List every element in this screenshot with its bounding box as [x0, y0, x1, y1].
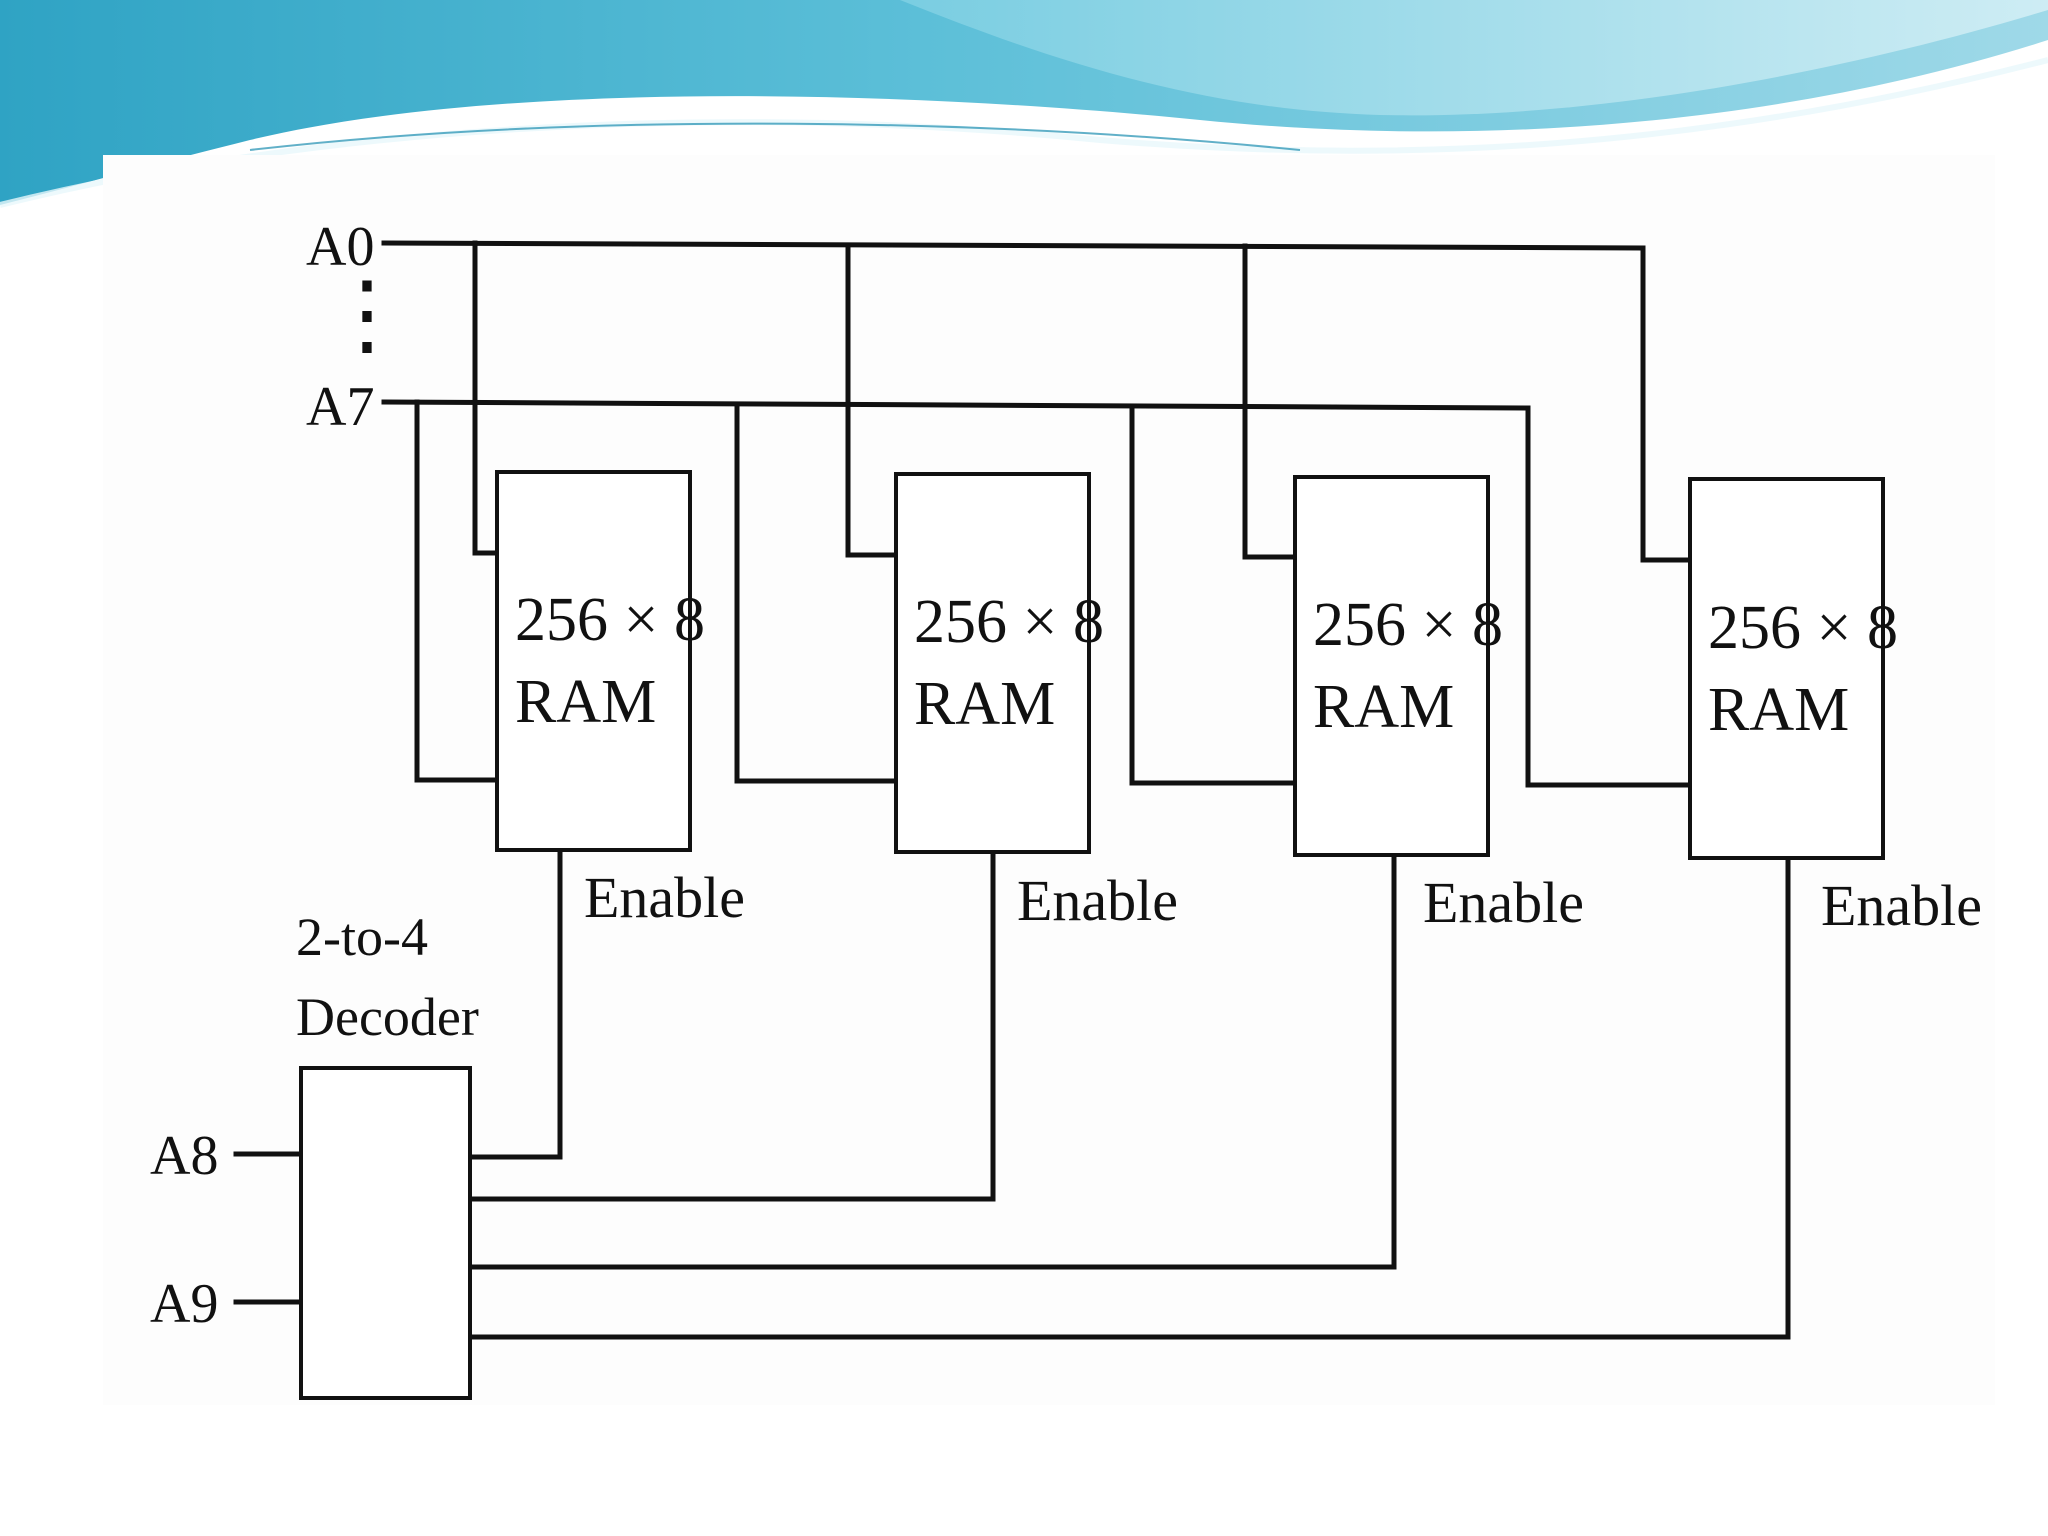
ram-4-enable-label: Enable: [1821, 873, 1982, 938]
ram-1-type-label: RAM: [515, 668, 656, 736]
a7-label: A7: [306, 376, 374, 438]
ram-2-size-label: 256 × 8: [914, 588, 1104, 656]
ram-2-type-label: RAM: [914, 670, 1055, 738]
ram-4-type-label: RAM: [1708, 676, 1849, 744]
address-ellipsis: ⋮: [322, 266, 412, 365]
decoder-title-line2: Decoder: [296, 987, 479, 1047]
ram-4-size-label: 256 × 8: [1708, 594, 1898, 662]
a0-tap-ram3: [1242, 243, 1298, 560]
ram-3-enable-label: Enable: [1423, 870, 1584, 935]
ram-3-type-label: RAM: [1313, 673, 1454, 741]
a0-tap-ram2: [845, 242, 899, 558]
ram-chip-1: [495, 470, 692, 852]
wave-streak: [0, 57, 2048, 208]
wave-band-light: [900, 0, 2048, 116]
a7-bus: [381, 399, 1693, 788]
ram-1-size-label: 256 × 8: [515, 586, 705, 654]
a9-label: A9: [150, 1273, 218, 1335]
a7-tap-ram2: [734, 401, 899, 784]
wave-streak-thin: [249, 122, 1301, 151]
ram-1-enable-label: Enable: [584, 865, 745, 930]
a8-label: A8: [150, 1125, 218, 1187]
a0-tap-ram1: [472, 240, 500, 556]
enable-line-ram3: [467, 852, 1397, 1270]
ram-chip-2: [894, 472, 1091, 854]
enable-line-ram4: [467, 855, 1791, 1340]
enable-line-ram2: [467, 849, 996, 1202]
decoder-box: [299, 1066, 472, 1400]
a7-tap-ram3: [1129, 403, 1298, 786]
a7-tap-ram1: [414, 399, 500, 783]
a0-label: A0: [306, 216, 374, 278]
ram-2-enable-label: Enable: [1017, 868, 1178, 933]
ram-chip-3: [1293, 475, 1490, 857]
ram-chip-4: [1688, 477, 1885, 860]
ram-3-size-label: 256 × 8: [1313, 591, 1503, 659]
wave-header-decoration: [0, 0, 2048, 208]
a0-bus: [381, 240, 1693, 563]
enable-line-ram1: [467, 847, 563, 1160]
decoder-title-line1: 2-to-4: [296, 907, 428, 967]
